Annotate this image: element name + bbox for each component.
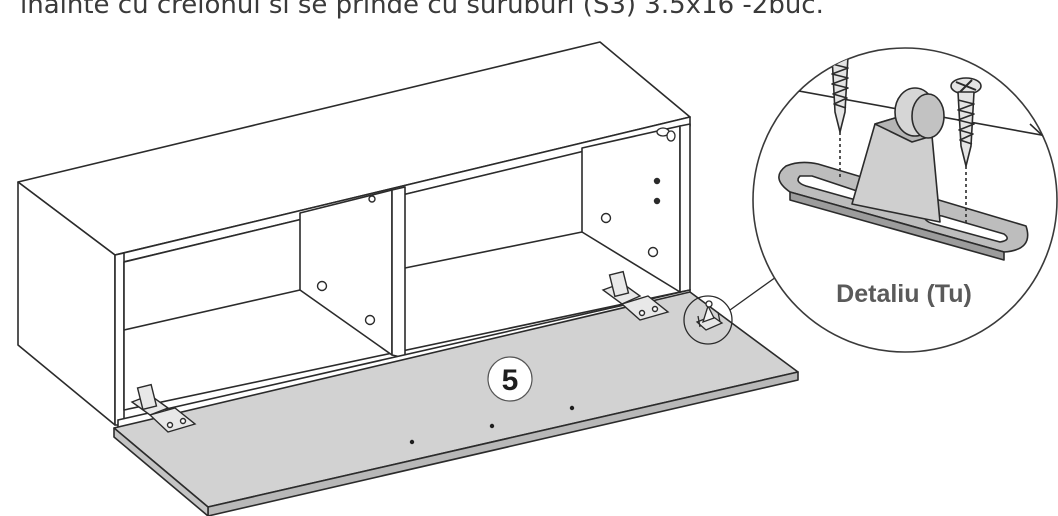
hole <box>647 246 659 258</box>
hinge-right <box>601 270 670 321</box>
hole <box>489 423 495 429</box>
cabinet-divider-front <box>391 186 406 359</box>
flap-door <box>113 291 799 516</box>
cabinet-holes <box>316 177 661 326</box>
upper-fitting <box>656 127 676 142</box>
step-badge: 5 <box>487 356 533 402</box>
cabinet-right-front-edge <box>679 123 691 293</box>
hole <box>569 405 575 411</box>
screw-right <box>950 77 982 226</box>
hole <box>653 177 661 185</box>
hole <box>653 197 661 205</box>
fitting-highlight-circle <box>683 295 733 345</box>
cabinet-shelf-right <box>404 231 583 269</box>
hinge-left <box>130 383 197 433</box>
instruction-text: inainte cu creionul si se prinde cu suru… <box>20 0 824 20</box>
hole <box>364 314 376 326</box>
detail-label: Detaliu (Tu) <box>836 280 972 308</box>
door-holes <box>409 405 575 445</box>
flap-door-side <box>113 427 209 516</box>
hole <box>600 212 612 224</box>
hole <box>316 280 328 292</box>
cabinet-left-front-edge <box>114 252 125 426</box>
hole <box>409 439 415 445</box>
step-number: 5 <box>502 364 519 397</box>
hole <box>368 195 376 203</box>
stay-fitting <box>683 295 733 345</box>
cabinet-shelf-left <box>123 289 301 331</box>
detail-callout: Detaliu (Tu) <box>752 47 1058 353</box>
